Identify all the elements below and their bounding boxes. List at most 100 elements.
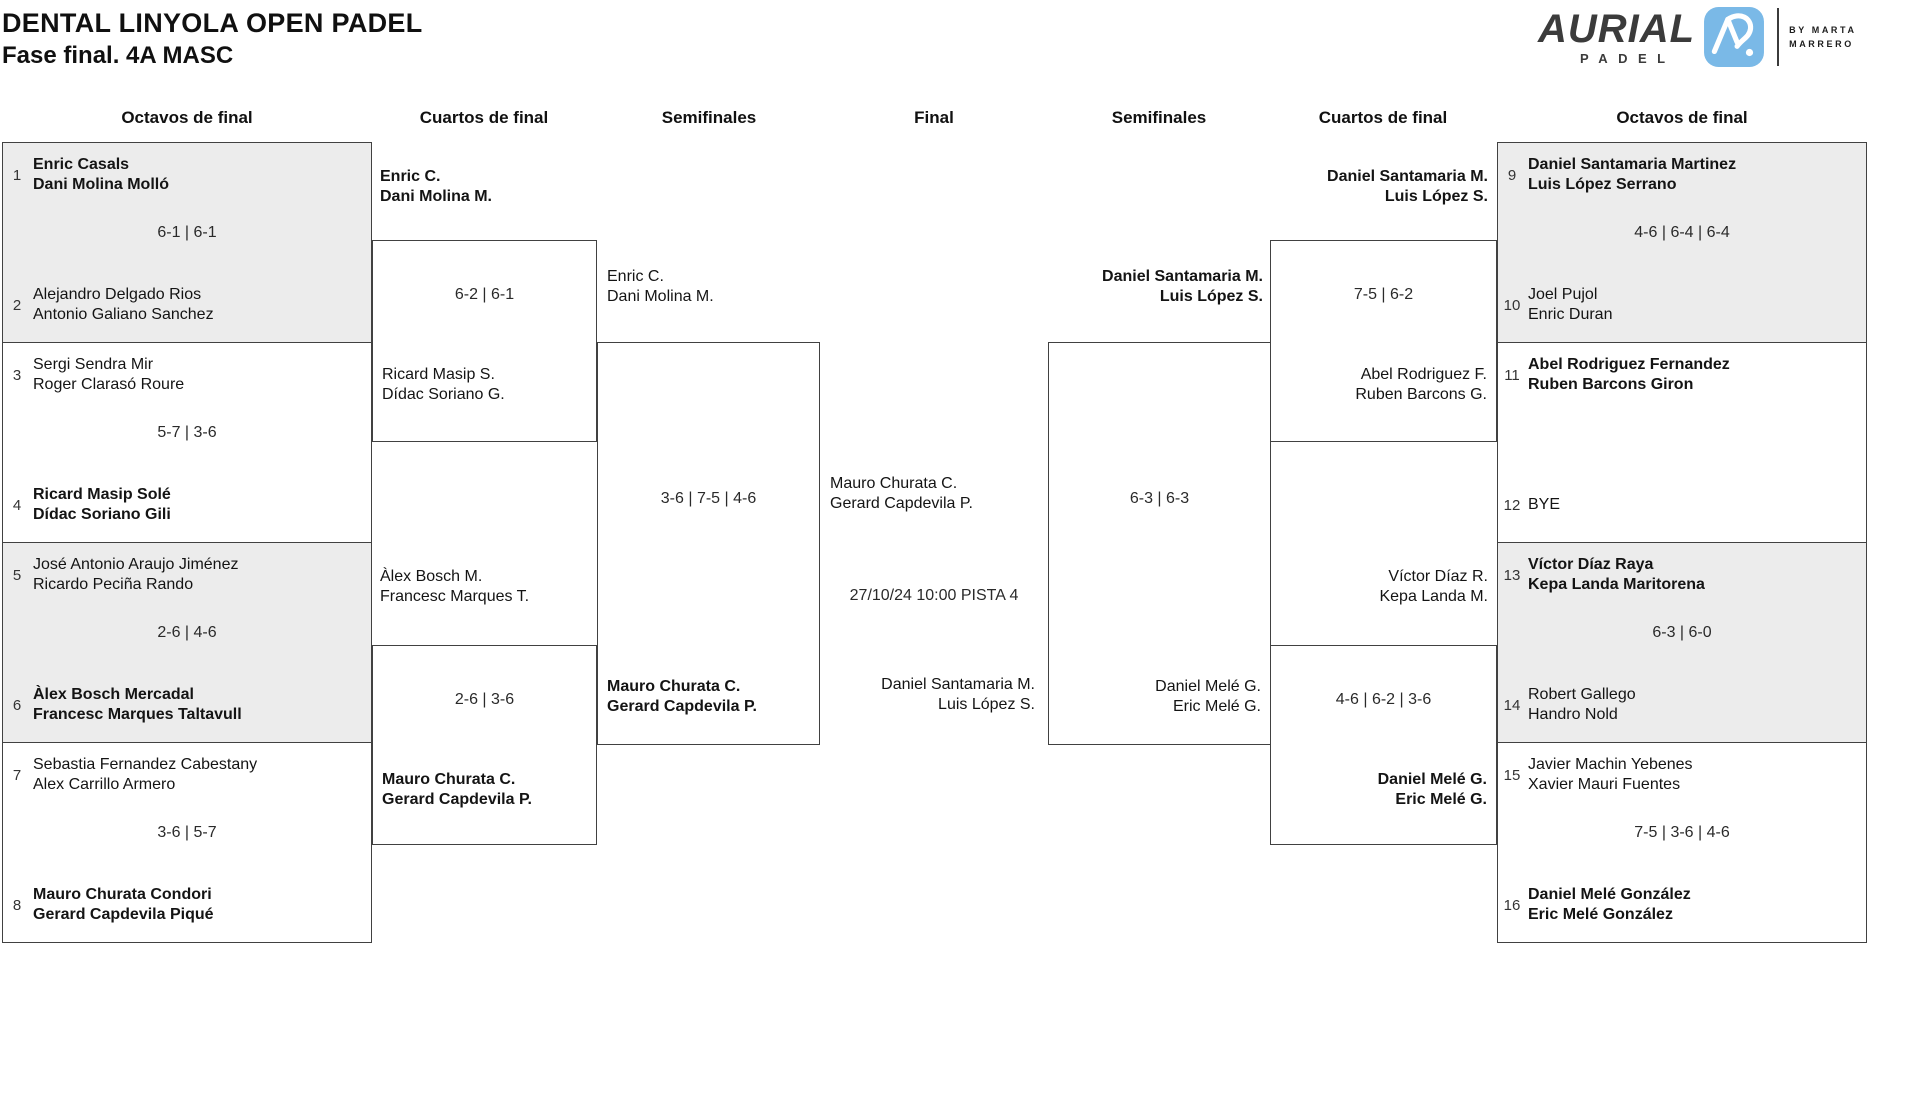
player-name: Luis López Serrano — [1528, 176, 1677, 193]
player-name: Enric C. — [380, 168, 441, 185]
team-slot: 4 Ricard Masip Solé Dídac Soriano Gili — [5, 485, 363, 525]
page-title: DENTAL LINYOLA OPEN PADEL — [2, 8, 423, 38]
player-name: Kepa Landa Maritorena — [1528, 576, 1705, 593]
team-slot: 15 Javier Machin Yebenes Xavier Mauri Fu… — [1500, 755, 1858, 795]
team-slot: 3 Sergi Sendra Mir Roger Clarasó Roure — [5, 355, 363, 395]
brand-logo: AURIAL PADEL BY MARTA MARRERO — [1538, 6, 1857, 68]
player-name: Robert Gallego — [1528, 686, 1636, 703]
qf-left-1-entrant: Enric C. Dani Molina M. — [380, 167, 492, 207]
seed-number: 16 — [1503, 896, 1521, 914]
player-name: Gerard Capdevila P. — [382, 791, 532, 808]
player-name: Ruben Barcons Giron — [1528, 376, 1694, 393]
header-block: DENTAL LINYOLA OPEN PADEL Fase final. 4A… — [2, 8, 423, 70]
final-team-bottom: Daniel Santamaria M. Luis López S. — [820, 675, 1035, 715]
logo-wordmark: AURIAL PADEL — [1538, 9, 1695, 66]
match-box-qf-left-1: 6-2 | 6-1 Ricard Masip S. Dídac Soriano … — [372, 240, 597, 442]
player-name: Ricard Masip Solé — [33, 486, 171, 503]
match-box-r16-left-3: 5 José Antonio Araujo Jiménez Ricardo Pe… — [2, 542, 372, 743]
round-header-sf-right: Semifinales — [1111, 108, 1207, 127]
team-name: Ricard Masip Solé Dídac Soriano Gili — [33, 485, 171, 525]
seed-number: 13 — [1503, 566, 1521, 584]
final-schedule: 27/10/24 10:00 PISTA 4 — [849, 587, 1019, 604]
player-name: Enric C. — [607, 268, 664, 285]
team-name: Daniel Melé González Eric Melé González — [1528, 885, 1691, 925]
player-name: Dídac Soriano Gili — [33, 506, 171, 523]
match-box-qf-right-1: 7-5 | 6-2 Abel Rodriguez F. Ruben Barcon… — [1270, 240, 1497, 442]
seed-number: 8 — [12, 896, 22, 914]
player-name: Dídac Soriano G. — [382, 386, 505, 403]
team-slot: 12 BYE — [1500, 485, 1858, 525]
seed-number: 4 — [12, 496, 22, 514]
player-name: Ricard Masip S. — [382, 366, 495, 383]
player-name: Eric Melé G. — [1395, 791, 1487, 808]
player-name: BYE — [1528, 496, 1561, 513]
round-header-qf-left: Cuartos de final — [419, 108, 549, 127]
team-slot: 1 Enric Casals Dani Molina Molló — [5, 155, 363, 195]
team-name: Javier Machin Yebenes Xavier Mauri Fuent… — [1528, 755, 1693, 795]
player-name: Dani Molina M. — [380, 188, 492, 205]
match-score: 4-6 | 6-4 | 6-4 — [1634, 224, 1730, 241]
player-name: Sebastia Fernandez Cabestany — [33, 756, 258, 773]
player-name: Dani Molina Molló — [33, 176, 169, 193]
round-header-r16-right: Octavos de final — [1616, 108, 1748, 127]
page-subtitle: Fase final. 4A MASC — [2, 42, 234, 69]
seed-number: 11 — [1504, 366, 1520, 384]
player-name: Handro Nold — [1528, 706, 1618, 723]
team-name: José Antonio Araujo Jiménez Ricardo Peci… — [33, 555, 238, 595]
player-name: Àlex Bosch M. — [380, 568, 483, 585]
logo-byline-line1: BY MARTA — [1789, 24, 1857, 35]
seed-number: 2 — [12, 296, 22, 314]
match-score: 6-3 | 6-0 — [1652, 624, 1712, 641]
team-slot: 13 Víctor Díaz Raya Kepa Landa Maritoren… — [1500, 555, 1858, 595]
team-name: Àlex Bosch Mercadal Francesc Marques Tal… — [33, 685, 242, 725]
player-name: Luis López S. — [938, 696, 1035, 713]
player-name: Francesc Marques T. — [380, 588, 530, 605]
seed-number: 7 — [12, 766, 22, 784]
team-name: Mauro Churata Condori Gerard Capdevila P… — [33, 885, 214, 925]
aurial-app-icon — [1704, 7, 1765, 67]
match-score: 7-5 | 6-2 — [1353, 286, 1414, 303]
logo-byline: BY MARTA MARRERO — [1789, 24, 1856, 51]
team-name: Mauro Churata C. Gerard Capdevila P. — [382, 770, 532, 810]
sf-right-entrant: Daniel Santamaria M. Luis López S. — [1102, 267, 1263, 307]
player-name: Antonio Galiano Sanchez — [33, 306, 214, 323]
player-name: Javier Machin Yebenes — [1528, 756, 1693, 773]
team-name: BYE — [1528, 495, 1560, 515]
logo-divider — [1777, 8, 1780, 66]
team-slot: 5 José Antonio Araujo Jiménez Ricardo Pe… — [5, 555, 363, 595]
match-box-sf-left: 3-6 | 7-5 | 4-6 Mauro Churata C. Gerard … — [597, 342, 820, 745]
match-score: 4-6 | 6-2 | 3-6 — [1335, 691, 1432, 708]
player-name: Alejandro Delgado Rios — [33, 286, 202, 303]
team-slot: 2 Alejandro Delgado Rios Antonio Galiano… — [5, 285, 363, 325]
player-name: Joel Pujol — [1528, 286, 1598, 303]
player-name: Daniel Santamaria Martinez — [1528, 156, 1737, 173]
match-score: 6-3 | 6-3 — [1129, 490, 1190, 507]
round-header-sf-left: Semifinales — [661, 108, 757, 127]
match-score: 3-6 | 7-5 | 4-6 — [660, 490, 757, 507]
team-slot: 7 Sebastia Fernandez Cabestany Alex Carr… — [5, 755, 363, 795]
match-box-qf-left-2: 2-6 | 3-6 Mauro Churata C. Gerard Capdev… — [372, 645, 597, 845]
player-name: Sergi Sendra Mir — [33, 356, 154, 373]
player-name: Roger Clarasó Roure — [33, 376, 185, 393]
match-score: 2-6 | 4-6 — [157, 624, 217, 641]
player-name: Luis López S. — [1384, 188, 1488, 205]
team-slot: 9 Daniel Santamaria Martinez Luis López … — [1500, 155, 1858, 195]
team-name: Daniel Santamaria Martinez Luis López Se… — [1528, 155, 1736, 195]
seed-number: 10 — [1503, 296, 1521, 314]
team-slot: 16 Daniel Melé González Eric Melé Gonzál… — [1500, 885, 1858, 925]
seed-number: 12 — [1503, 496, 1521, 514]
player-name: Francesc Marques Taltavull — [33, 706, 242, 723]
match-score: 2-6 | 3-6 — [454, 691, 515, 708]
player-name: Víctor Díaz Raya — [1528, 556, 1654, 573]
round-header-final: Final — [914, 108, 954, 127]
player-name: Abel Rodriguez Fernandez — [1528, 356, 1730, 373]
player-name: Ricardo Peciña Rando — [33, 576, 194, 593]
player-name: Enric Casals — [33, 156, 130, 173]
player-name: Eric Melé G. — [1172, 698, 1261, 715]
match-box-r16-right-4: 15 Javier Machin Yebenes Xavier Mauri Fu… — [1497, 742, 1867, 943]
seed-number: 15 — [1503, 766, 1521, 784]
match-box-r16-right-3: 13 Víctor Díaz Raya Kepa Landa Maritoren… — [1497, 542, 1867, 743]
seed-number: 14 — [1503, 696, 1521, 714]
round-header-qf-right: Cuartos de final — [1318, 108, 1448, 127]
